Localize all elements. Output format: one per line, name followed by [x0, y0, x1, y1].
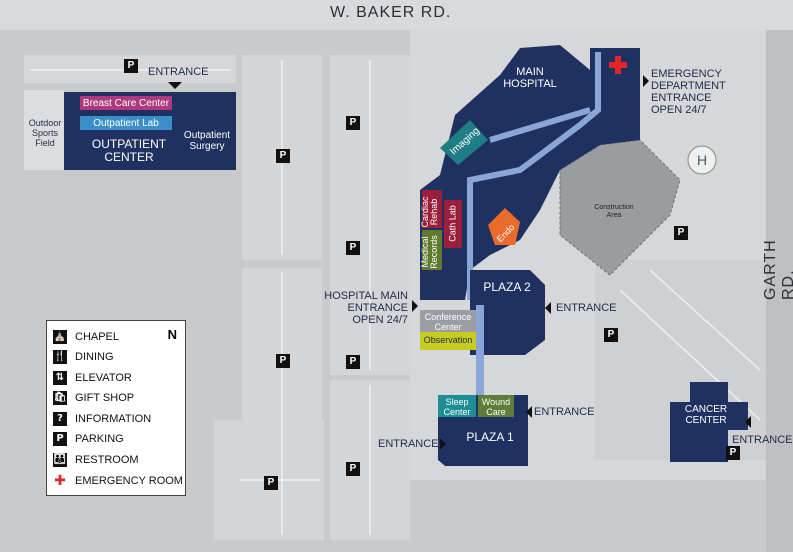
- breast-care-label: Breast Care Center: [82, 98, 170, 109]
- entrance-arrow-plaza1: [440, 438, 446, 450]
- outpatient-lab-label: Outpatient Lab: [93, 118, 159, 129]
- information-icon: ?: [53, 412, 67, 426]
- svg-text:H: H: [697, 152, 707, 168]
- sleep-center-block: [438, 395, 476, 417]
- outdoor-sports-label: Outdoor Sports Field: [28, 118, 62, 148]
- legend-label: EMERGENCY ROOM: [75, 475, 183, 487]
- entrance-arrow-outpatient: [168, 82, 182, 89]
- entrance-plaza2-label: ENTRANCE: [556, 302, 617, 314]
- main-hospital-label: MAIN HOSPITAL: [503, 66, 557, 90]
- parking-icon: P: [346, 462, 360, 476]
- garth-road-strip: [766, 30, 793, 552]
- entrance-wound-label: ENTRANCE: [534, 406, 595, 418]
- sleep-center-label: Sleep Center: [443, 397, 471, 417]
- elevator-icon: ⇅: [53, 371, 67, 385]
- parking-icon: P: [346, 116, 360, 130]
- road-baker: W. BAKER RD.: [330, 4, 452, 21]
- legend-label: INFORMATION: [75, 413, 152, 425]
- baker-road-strip: [0, 0, 793, 30]
- entrance-arrow-wound: [526, 406, 532, 418]
- parking-icon: P: [726, 446, 740, 460]
- cancer-center-building: [670, 382, 748, 462]
- plaza2-label: PLAZA 2: [483, 280, 531, 294]
- parking-icon: P: [346, 355, 360, 369]
- restroom-icon: 👪: [53, 453, 67, 467]
- conference-center-label: Conference Center: [424, 312, 472, 332]
- plaza-corridor: [476, 305, 484, 395]
- breast-care-block: [80, 96, 172, 110]
- wound-care-block: [478, 395, 514, 417]
- road-garth: GARTH RD.: [762, 239, 793, 300]
- parking-icon: P: [53, 432, 67, 446]
- plaza1-label: PLAZA 1: [466, 430, 514, 444]
- medical-records-block: [422, 230, 442, 270]
- wound-care-label: Wound Care: [481, 397, 511, 417]
- cath-lab-label: Cath Lab: [447, 205, 458, 242]
- parking-icon: P: [276, 149, 290, 163]
- plaza2-building: [470, 270, 545, 355]
- legend-label: GIFT SHOP: [75, 392, 135, 404]
- legend-label: PARKING: [75, 433, 124, 445]
- parking-icon: P: [124, 59, 138, 73]
- emergency-cross-h: [609, 62, 627, 68]
- emergency-entrance-label: EMERGENCY DEPARTMENT ENTRANCE OPEN 24/7: [651, 68, 726, 116]
- parking-icon: P: [276, 354, 290, 368]
- outpatient-surgery-label: Outpatient Surgery: [183, 130, 231, 152]
- entrance-outpatient-label: ENTRANCE: [148, 66, 209, 78]
- entrance-arrow-main: [412, 300, 418, 312]
- construction-area: [559, 139, 681, 276]
- entrance-plaza1-label: ENTRANCE: [378, 438, 439, 450]
- chapel-icon: ⛪: [53, 330, 67, 344]
- gift-shop-icon: 🛍: [53, 391, 67, 405]
- parking-icon: P: [264, 476, 278, 490]
- emergency-room-icon: ✚: [53, 473, 67, 489]
- north-arrow: N: [167, 327, 177, 342]
- medical-records-label: Medical Records: [420, 235, 439, 269]
- dining-icon: 🍴: [53, 350, 67, 364]
- parking-icon: P: [604, 328, 618, 342]
- endo-block: [488, 208, 520, 245]
- conference-center-block: [420, 310, 476, 332]
- entrance-cancer-label: ENTRANCE: [732, 434, 793, 446]
- main-entrance-label: HOSPITAL MAIN ENTRANCE OPEN 24/7: [324, 290, 408, 326]
- entrance-arrow-plaza2: [545, 302, 551, 314]
- cancer-center-label: CANCER CENTER: [684, 404, 728, 426]
- legend-label: DINING: [75, 351, 114, 363]
- imaging-block: [440, 120, 488, 165]
- map-legend: ⛪ CHAPEL 🍴 DINING ⇅ ELEVATOR 🛍 GIFT SHOP ? IN…: [46, 320, 186, 496]
- construction-label: Construction Area: [594, 204, 634, 219]
- outpatient-center-label: OUTPATIENT CENTER: [91, 137, 167, 164]
- observation-label: Observation: [423, 335, 473, 345]
- helipad: [687, 145, 717, 175]
- outdoor-sports-field: [24, 90, 64, 170]
- legend-label: RESTROOM: [75, 454, 139, 466]
- entrance-arrow-emergency: [643, 75, 649, 87]
- entrance-arrow-cancer: [745, 416, 751, 428]
- legend-label: ELEVATOR: [75, 372, 132, 384]
- observation-block: [420, 332, 476, 350]
- parking-icon: P: [674, 226, 688, 240]
- outpatient-lab-block: [80, 116, 172, 130]
- cardiac-rehab-block: [422, 190, 442, 228]
- legend-label: CHAPEL: [75, 331, 120, 343]
- parking-icon: P: [346, 241, 360, 255]
- cath-lab-block: [444, 200, 462, 248]
